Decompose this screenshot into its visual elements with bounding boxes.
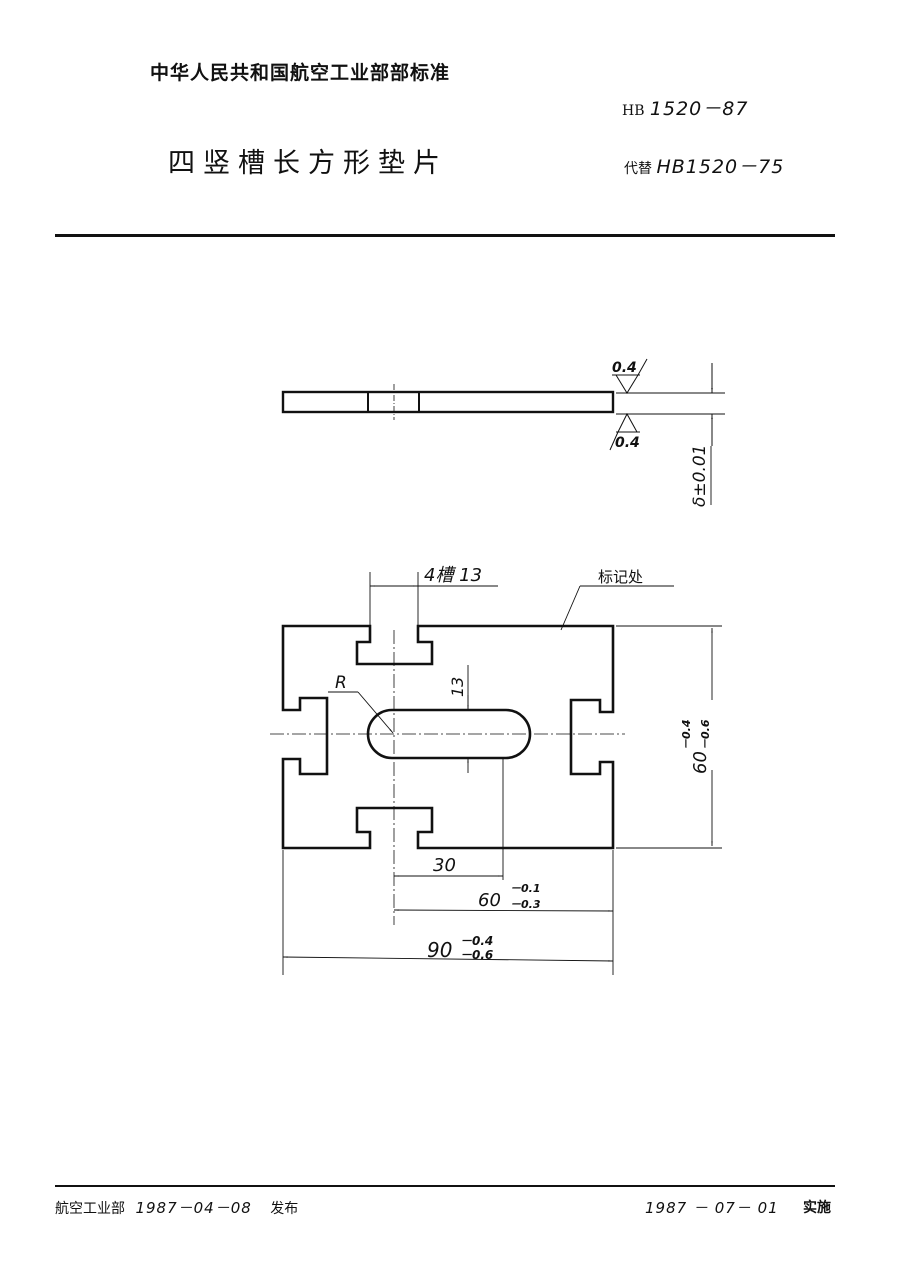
slot-width-dimension: 13	[448, 677, 467, 697]
standard-prefix: HB	[622, 103, 645, 119]
effective-date: 1987 － 07－ 01	[645, 1199, 779, 1217]
hole-span-nominal: 60	[478, 890, 501, 911]
width-nominal: 90	[427, 938, 452, 962]
marking-location-label: 标记处	[598, 568, 643, 586]
issue-info: 航空工业部 1987－04－08 发布	[55, 1197, 298, 1218]
issue-label: 发布	[270, 1201, 299, 1217]
side-view: 0.4 0.4 δ±0.01	[281, 358, 725, 508]
roughness-symbol-top	[612, 358, 648, 394]
slot-callout: 4槽 13	[424, 565, 482, 586]
height-tol-upper: －0.4	[680, 720, 693, 751]
height-nominal: 60	[690, 751, 711, 774]
width-tol-lower: －0.6	[460, 948, 493, 962]
replaces-label: 代替	[624, 161, 652, 177]
radius-label: R	[335, 673, 347, 693]
hole-offset-dimension: 30	[433, 855, 456, 876]
hole-span-tol-upper: －0.1	[510, 882, 541, 895]
standard-number-value: 1520－87	[649, 98, 749, 120]
roughness-symbol-bottom	[609, 412, 640, 451]
standard-number: HB 1520－87	[622, 94, 748, 121]
issuing-organization: 中华人民共和国航空工业部部标准	[150, 62, 451, 84]
roughness-bottom-value: 0.4	[615, 435, 640, 451]
issuer: 航空工业部	[55, 1201, 125, 1217]
effective-label: 实施	[803, 1200, 831, 1216]
replaces-standard: 代替 HB1520－75	[624, 152, 784, 179]
plan-view: 4槽 13 标记处 R 13 60 －0.4 －0.6 30 60 －0.1 －…	[270, 565, 722, 975]
issue-date: 1987－04－08	[135, 1199, 252, 1217]
hole-span-tol-lower: －0.3	[510, 898, 541, 911]
header-divider	[55, 234, 835, 237]
gasket-outline	[281, 624, 615, 850]
document-title: 四竖槽长方形垫片	[168, 148, 448, 179]
roughness-top-value: 0.4	[612, 360, 637, 376]
footer-divider	[55, 1185, 835, 1187]
replaces-number: HB1520－75	[656, 156, 785, 178]
thickness-dimension: δ±0.01	[690, 445, 710, 508]
width-tol-upper: －0.4	[460, 934, 493, 948]
height-tol-lower: －0.6	[699, 719, 712, 750]
